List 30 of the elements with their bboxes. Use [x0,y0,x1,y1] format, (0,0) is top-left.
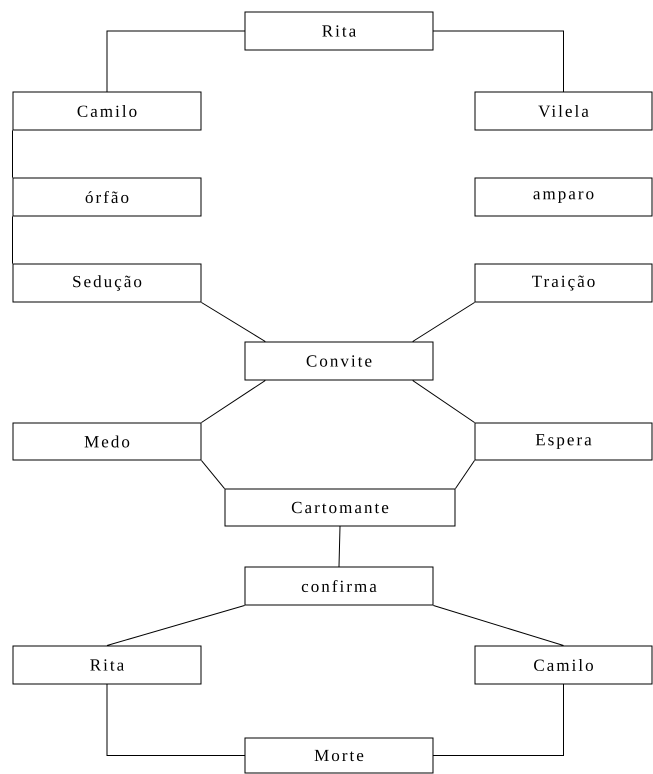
text-box: Sedução [12,264,202,302]
connector-line [412,302,475,342]
connector-line [433,605,564,646]
connector-line [106,684,245,756]
text-box: Medo [12,422,202,460]
connector-line [106,605,245,646]
connector-line [433,684,564,756]
text-box: Vilela [474,92,652,130]
text-box: amparo [474,178,652,216]
text-box: Convite [244,342,434,380]
connector-line [106,30,245,92]
connector-line [455,460,475,489]
text-box: Morte [244,738,434,774]
connector-line [12,216,13,264]
connector-line [12,130,13,178]
connector-line [338,526,340,567]
text-box: Rita [244,12,434,50]
connector-line [201,380,266,423]
connector-line [201,460,225,489]
text-box: Camilo [474,646,652,684]
connector-line [201,302,266,342]
text-box: Camilo [12,92,202,130]
connector-line [412,380,475,423]
text-box: Rita [12,646,202,684]
text-box: confirma [244,566,434,606]
text-box: Traição [474,264,652,302]
text-box: Espera [474,422,652,460]
text-box: órfão [12,178,202,216]
text-box: Cartomante [224,488,456,526]
connector-line [433,30,564,92]
